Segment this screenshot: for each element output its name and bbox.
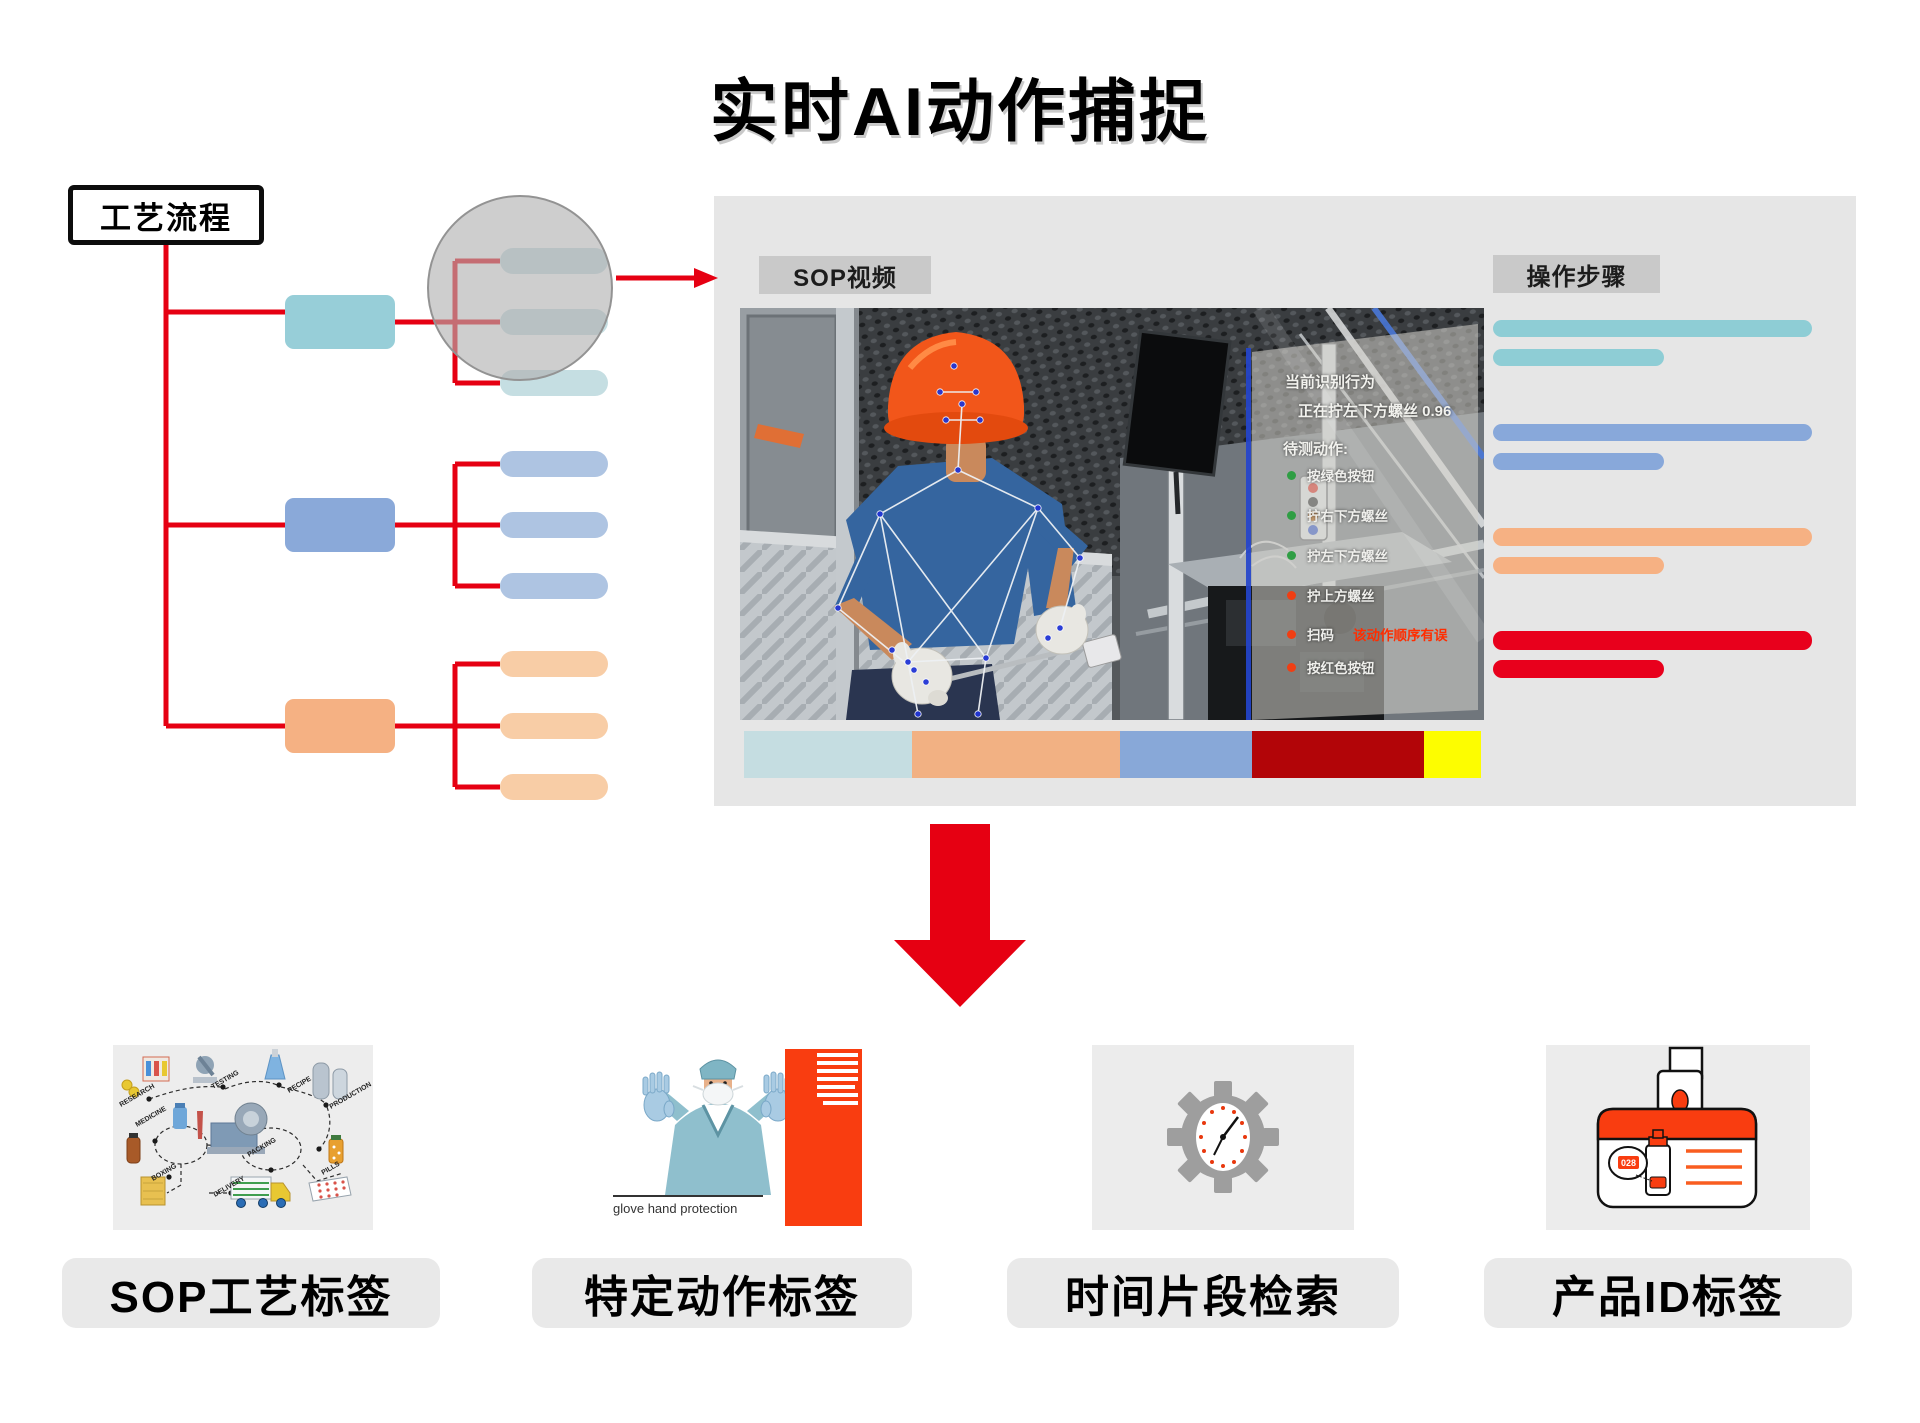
status-dot-red-icon bbox=[1287, 662, 1296, 672]
pose-skeleton bbox=[834, 362, 1084, 718]
scanner-box bbox=[1082, 634, 1122, 668]
orange-beam bbox=[754, 424, 804, 448]
down-arrow-icon bbox=[894, 824, 1026, 1007]
hud-action-row: 拧右下方螺丝 bbox=[1287, 506, 1388, 524]
page-title: 实时AI动作捕捉 bbox=[709, 74, 1210, 150]
flow-parent-1 bbox=[285, 295, 395, 349]
clock-ticks bbox=[1199, 1106, 1247, 1168]
step-bar-short-2 bbox=[1493, 453, 1664, 470]
step-bar-long-1 bbox=[1493, 320, 1812, 337]
step-bar-short-4 bbox=[1493, 660, 1664, 678]
face-mask bbox=[702, 1082, 734, 1106]
flow-child-3b bbox=[500, 713, 608, 739]
worker-shirt bbox=[846, 458, 1076, 650]
flow-parent-2 bbox=[285, 498, 395, 552]
glove-caption-text: glove hand protection bbox=[613, 1201, 737, 1216]
scrub-cap bbox=[699, 1059, 737, 1080]
badge-card-band bbox=[1596, 1107, 1758, 1141]
caption-sop-process: SOP工艺标签 bbox=[62, 1258, 440, 1328]
medical-worker bbox=[642, 1059, 792, 1195]
monitor bbox=[1122, 329, 1232, 477]
timeline-seg-5 bbox=[1424, 731, 1481, 778]
hud-pending-title: 待测动作: bbox=[1283, 441, 1348, 458]
operation-steps-label: 操作步骤 bbox=[1493, 255, 1660, 293]
step-bar-long-3 bbox=[1493, 528, 1812, 546]
timeline-seg-2 bbox=[912, 731, 1120, 778]
step-bar-long-2 bbox=[1493, 424, 1812, 441]
blue-glove-left bbox=[642, 1071, 675, 1122]
hud-action-row: 拧左下方螺丝 bbox=[1287, 546, 1388, 564]
step-bar-short-1 bbox=[1493, 349, 1664, 366]
capture-panel: SOP视频 操作步骤 bbox=[714, 196, 1856, 806]
hud-current-value: 正在拧左下方螺丝 0.96 bbox=[1298, 403, 1452, 420]
blue-glove-right bbox=[760, 1071, 792, 1122]
panel-stripes bbox=[817, 1053, 858, 1105]
status-dot-red-icon bbox=[1287, 590, 1296, 600]
badge-text-lines bbox=[1686, 1149, 1742, 1185]
time-segment-image bbox=[1092, 1045, 1354, 1230]
product-code: 028 bbox=[1621, 1158, 1636, 1168]
magnifier-circle-icon bbox=[427, 195, 613, 381]
hud-action-row: 扫码 该动作顺序有误 bbox=[1287, 625, 1448, 643]
tree-children-3 bbox=[395, 661, 500, 790]
flow-parent-3 bbox=[285, 699, 395, 753]
caption-product-id: 产品ID标签 bbox=[1484, 1258, 1852, 1328]
hud-blue-edge bbox=[1246, 348, 1251, 720]
sop-video-label: SOP视频 bbox=[759, 256, 931, 294]
clock-minute-hand bbox=[1222, 1116, 1239, 1138]
orange-panel bbox=[785, 1049, 862, 1226]
pharma-process-image: RESEARCH TESTING RECIPE PRODUCTION MEDIC… bbox=[113, 1045, 373, 1230]
hud-action-row: 拧上方螺丝 bbox=[1287, 586, 1375, 604]
flow-child-2b bbox=[500, 512, 608, 538]
timeline-seg-3 bbox=[1120, 731, 1252, 778]
hud-current-title: 当前识别行为 bbox=[1285, 374, 1376, 391]
caption-time-segment: 时间片段检索 bbox=[1007, 1258, 1399, 1328]
barcode-chip bbox=[1649, 1176, 1667, 1189]
clock-hour-hand bbox=[1213, 1136, 1224, 1156]
sop-video-frame: 当前识别行为 正在拧左下方螺丝 0.96 待测动作: 按绿色按钮 拧右下方螺丝 … bbox=[740, 308, 1484, 720]
hud-glass bbox=[1252, 324, 1478, 720]
product-id-image: 028 bbox=[1546, 1045, 1810, 1230]
caption-specific-action: 特定动作标签 bbox=[532, 1258, 912, 1328]
hud-warning-text: 该动作顺序有误 bbox=[1353, 628, 1448, 643]
hud-action-row: 按红色按钮 bbox=[1287, 658, 1375, 676]
hard-hat bbox=[884, 332, 1028, 444]
scrub-top bbox=[665, 1103, 771, 1195]
hud-action-row: 按绿色按钮 bbox=[1287, 466, 1375, 484]
glove-protection-image: glove hand protection bbox=[605, 1045, 862, 1230]
flow-root-box: 工艺流程 bbox=[68, 185, 264, 245]
glove-protection-illustration: glove hand protection bbox=[605, 1045, 862, 1230]
flow-child-3c bbox=[500, 774, 608, 800]
status-dot-green-icon bbox=[1287, 510, 1296, 520]
timeline-seg-1 bbox=[744, 731, 912, 778]
status-dot-red-icon bbox=[1287, 629, 1296, 639]
step-bar-short-3 bbox=[1493, 557, 1664, 574]
zoom-arrow bbox=[616, 268, 718, 288]
video-timeline bbox=[744, 731, 1481, 778]
video-scene bbox=[740, 308, 1484, 720]
status-dot-green-icon bbox=[1287, 470, 1296, 480]
worker bbox=[834, 332, 1122, 720]
tree-children-2 bbox=[395, 461, 500, 589]
flow-child-3a bbox=[500, 651, 608, 677]
pharma-process-illustration: RESEARCH TESTING RECIPE PRODUCTION MEDIC… bbox=[113, 1045, 373, 1230]
flow-child-2a bbox=[500, 451, 608, 477]
pharma-graphics bbox=[121, 1049, 352, 1208]
flow-child-2c bbox=[500, 573, 608, 599]
id-badge-icon: 028 bbox=[1546, 1045, 1810, 1230]
timeline-seg-4 bbox=[1252, 731, 1424, 778]
clock-gear-icon bbox=[1092, 1045, 1354, 1230]
step-bar-long-4 bbox=[1493, 631, 1812, 650]
status-dot-green-icon bbox=[1287, 550, 1296, 560]
tree-branch-connectors bbox=[166, 309, 285, 729]
